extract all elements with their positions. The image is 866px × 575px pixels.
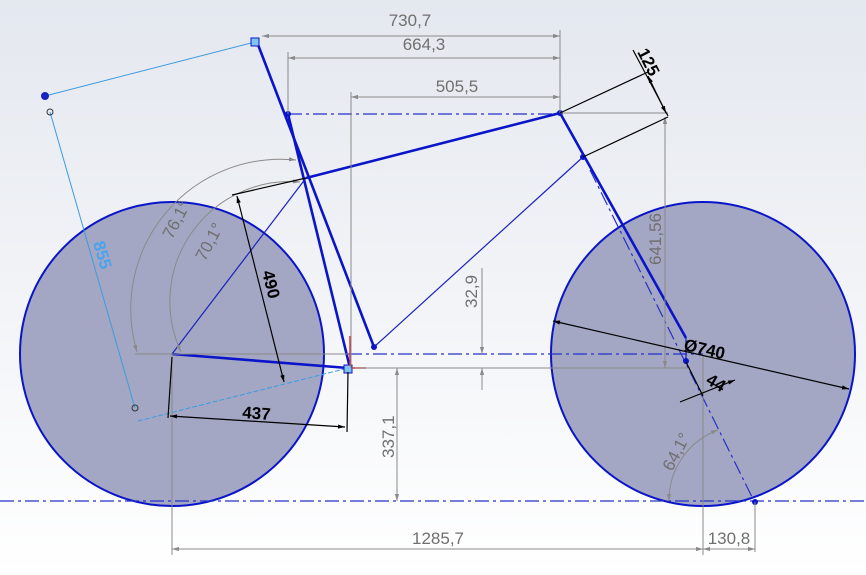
top-tube — [305, 111, 561, 180]
dim-bb-height[interactable]: 337,1 — [379, 415, 398, 458]
seat-top-point[interactable] — [250, 37, 260, 47]
dim-reach[interactable]: 505,5 — [436, 77, 479, 96]
down-tube — [373, 156, 584, 348]
dim-bb-drop[interactable]: 32,9 — [462, 275, 481, 308]
coincident-icon — [131, 404, 139, 412]
seat-tube — [286, 113, 352, 369]
dim-chainstay[interactable]: 437 — [242, 403, 272, 424]
coincident-icon — [46, 108, 54, 116]
dim-head-tube-length[interactable]: 125 — [633, 45, 663, 79]
saddle-construction[interactable] — [41, 41, 349, 422]
dim-trail[interactable]: 130,8 — [708, 529, 751, 548]
saddle-point[interactable] — [41, 92, 49, 100]
dim-seat-top-reach[interactable]: 730,7 — [389, 11, 432, 30]
dim-top-tube-reach[interactable]: 664,3 — [403, 35, 446, 54]
driving-dimensions — [167, 49, 850, 433]
seat-tube-outer — [255, 41, 376, 348]
dim-wheelbase[interactable]: 1285,7 — [412, 529, 464, 548]
dim-stack[interactable]: 641,56 — [646, 213, 665, 265]
dimension-lines — [130, 30, 756, 555]
